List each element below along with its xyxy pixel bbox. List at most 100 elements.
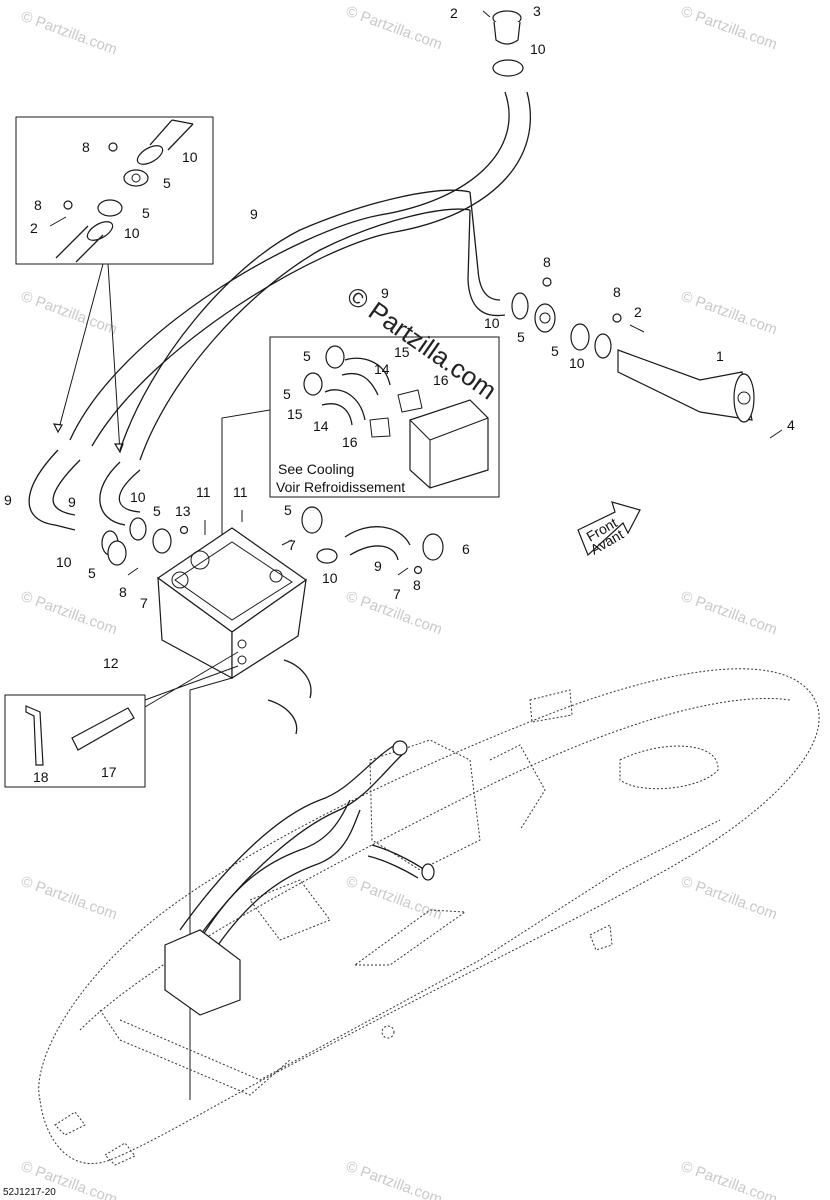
- callout-8: 8: [119, 584, 127, 600]
- accessory-pointer-lines: [144, 651, 239, 708]
- spiral-wrap-17: [71, 707, 135, 751]
- inset-clamp-upper: [136, 145, 164, 165]
- callout-14: 14: [374, 361, 390, 377]
- installed-hose-b: [199, 799, 361, 946]
- installed-box: [164, 929, 241, 1016]
- callout-10: 10: [484, 315, 500, 331]
- callout-11: 11: [233, 484, 248, 500]
- callout-11: 11: [196, 484, 211, 500]
- cooling-note-line1: See Cooling: [278, 461, 354, 477]
- callout-9: 9: [68, 494, 76, 510]
- callout-7: 7: [140, 595, 148, 611]
- outlet-screw-2: [482, 10, 491, 18]
- cooling-hose-14-lower: [321, 389, 366, 426]
- callout-5: 5: [142, 205, 150, 221]
- inset-adapter-hole: [131, 173, 141, 183]
- cooling-reference-box: [269, 336, 500, 498]
- hull-front-storage: [619, 745, 719, 790]
- accessory-inset-box: [4, 694, 146, 788]
- adapter-5-right: [534, 303, 556, 333]
- box-port-c: [269, 569, 283, 583]
- screws-11: [204, 510, 243, 535]
- gasket-16-lower: [369, 417, 391, 438]
- hull-bow-vent: [529, 689, 573, 723]
- watermark-tile: © Partzilla.com: [679, 288, 780, 339]
- inset-parts: [49, 119, 194, 263]
- callout-13: 13: [175, 503, 191, 519]
- inset-clamp-lower: [86, 221, 114, 241]
- callout-10: 10: [569, 355, 585, 371]
- callout-5: 5: [163, 175, 171, 191]
- hull-seat-base: [369, 739, 481, 871]
- cooling-hose-14-upper: [341, 357, 391, 396]
- box-inner-rim: [174, 541, 293, 621]
- nut-13: [179, 525, 189, 535]
- hull-storage-hatch: [353, 909, 467, 966]
- inset-hose-upper: [149, 119, 194, 151]
- cooling-adapter-lower: [303, 372, 323, 396]
- muffler-end-cap: [733, 373, 755, 423]
- outlet-clamp-10: [492, 59, 524, 77]
- cooling-component: [409, 399, 489, 489]
- cooling-box-parts: [303, 345, 489, 489]
- callout-8: 8: [34, 197, 42, 213]
- callout-17: 17: [101, 764, 117, 780]
- hose-9-end-mid: [99, 461, 141, 526]
- hose-9-end-left: [28, 449, 81, 531]
- inset-screw: [49, 216, 67, 227]
- front-arrow-shape: [577, 501, 641, 557]
- callout-1: 1: [716, 348, 724, 364]
- outlet-fitting-body: [493, 21, 521, 45]
- callout-8: 8: [82, 139, 90, 155]
- installed-exhaust: [164, 740, 435, 1016]
- callout-14: 14: [313, 418, 329, 434]
- installed-hose-a: [179, 744, 406, 939]
- hull-gunwale: [119, 819, 721, 1081]
- watermark-tile: © Partzilla.com: [679, 1158, 780, 1200]
- callout-18: 18: [33, 769, 49, 785]
- hull-side-bracket: [589, 924, 613, 951]
- installed-short-hose: [367, 844, 426, 879]
- callout-6: 6: [462, 541, 470, 557]
- hull-drain-plug: [381, 1025, 395, 1039]
- cap-6: [422, 533, 444, 561]
- callout-5: 5: [88, 565, 96, 581]
- washer-8-right: [542, 277, 552, 287]
- inset-pointer-arrowheads: [52, 423, 124, 454]
- inset-washer-upper: [108, 142, 118, 152]
- inset-adapter-lower: [97, 199, 123, 217]
- detail-inset-box: [15, 116, 214, 265]
- callout-5: 5: [284, 502, 292, 518]
- watermark-tile: © Partzilla.com: [19, 588, 120, 639]
- callout-9: 9: [374, 558, 382, 574]
- diagram-code: 52J1217-20: [3, 1187, 56, 1198]
- watermark-tile: © Partzilla.com: [679, 3, 780, 54]
- callout-7: 7: [288, 537, 296, 553]
- gasket-16-upper: [397, 389, 423, 413]
- callout-2: 2: [30, 220, 38, 236]
- adapter-hole: [539, 312, 551, 324]
- callout-8: 8: [413, 577, 421, 593]
- box-right-face: [231, 578, 307, 680]
- expansion-box-12: [156, 527, 308, 680]
- callout-8: 8: [613, 284, 621, 300]
- hull-console: [489, 744, 546, 831]
- watermark-tile: © Partzilla.com: [679, 873, 780, 924]
- adapter-5-box-right: [301, 506, 323, 534]
- callout-16: 16: [342, 434, 358, 450]
- callout-labels: 1 2 2 2 3 4 5 5 5 5 5 5 5 5 5 5 6 7 7 7 …: [4, 3, 795, 785]
- cooling-adapter-upper: [325, 345, 345, 369]
- callout-9: 9: [250, 206, 258, 222]
- box-side-parts: [101, 506, 444, 576]
- watermark-tile: © Partzilla.com: [19, 873, 120, 924]
- inset-washer-lower: [63, 200, 73, 210]
- washer-8-cap: [413, 565, 423, 575]
- hull-stern-eyes: [54, 1111, 136, 1166]
- cooling-note-line2: Voir Refroidissement: [276, 479, 405, 495]
- screws-7: [127, 539, 409, 576]
- callout-10: 10: [130, 489, 146, 505]
- clamp-10-right: [511, 292, 529, 320]
- callout-15: 15: [287, 406, 303, 422]
- callout-16: 16: [433, 372, 449, 388]
- callout-4: 4: [787, 417, 795, 433]
